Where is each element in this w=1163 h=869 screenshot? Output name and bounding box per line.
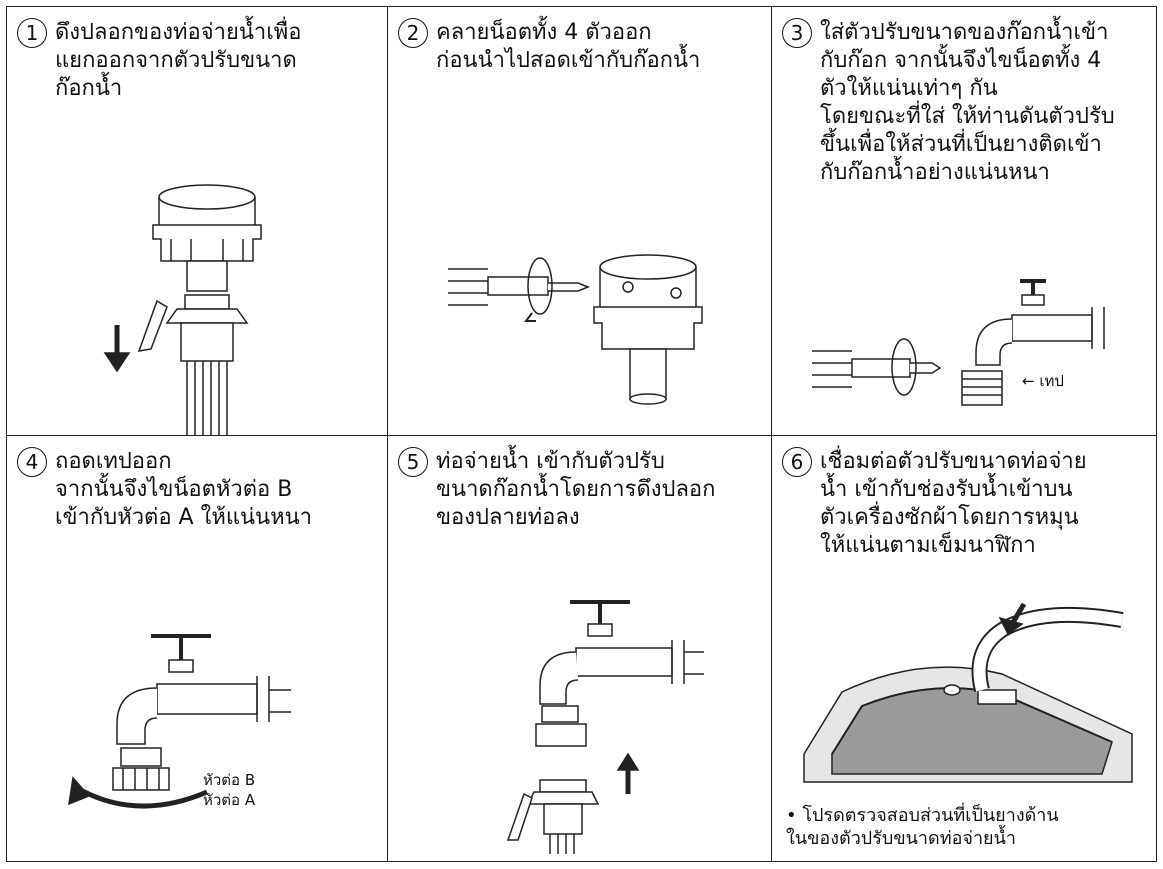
instruction-grid: 1 ดึงปลอกของท่อจ่ายน้ำเพื่อ แยกออกจากตัว… <box>6 6 1157 862</box>
step-1-panel: 1 ดึงปลอกของท่อจ่ายน้ำเพื่อ แยกออกจากตัว… <box>7 7 387 435</box>
step-number-badge: 5 <box>398 447 428 477</box>
step-number-badge: 3 <box>782 18 812 48</box>
attach-hose-illustration <box>478 594 708 854</box>
tape-label: ← เทป <box>1022 372 1064 390</box>
step-number-badge: 6 <box>782 447 812 477</box>
step-2-panel: 2 คลายน็อตทั้ง 4 ตัวออก ก่อนนำไปสอดเข้าก… <box>388 7 771 435</box>
step-6-panel: 6 เชื่อมต่อตัวปรับขนาดท่อจ่าย น้ำ เข้ากั… <box>772 436 1156 861</box>
step-text: ใส่ตัวปรับขนาดของก๊อกน้ำเข้า กับก๊อก จาก… <box>820 20 1115 185</box>
step-text: ท่อจ่ายน้ำ เข้ากับตัวปรับ ขนาดก๊อกน้ำโดย… <box>436 449 716 530</box>
step-number-badge: 1 <box>17 18 47 48</box>
step-text: เชื่อมต่อตัวปรับขนาดท่อจ่าย น้ำ เข้ากับช… <box>820 449 1087 558</box>
step-number-badge: 2 <box>398 18 428 48</box>
screwdriver-loosen-illustration <box>448 247 708 417</box>
column-divider <box>387 7 388 861</box>
column-divider <box>771 7 772 861</box>
step-5-panel: 5 ท่อจ่ายน้ำ เข้ากับตัวปรับ ขนาดก๊อกน้ำโ… <box>388 436 771 861</box>
step-text: ดึงปลอกของท่อจ่ายน้ำเพื่อ แยกออกจากตัวปร… <box>55 20 302 101</box>
joint-b-label: หัวต่อ B <box>203 771 256 789</box>
connect-joints-illustration <box>47 628 307 818</box>
step-text: ถอดเทปออก จากนั้นจึงไขน็อตหัวต่อ B เข้าก… <box>55 449 312 530</box>
rubber-check-note: • โปรดตรวจสอบส่วนที่เป็นยางด้าน ในของตัว… <box>786 805 1059 849</box>
step-number-badge: 4 <box>17 447 47 477</box>
row-divider <box>7 435 1156 436</box>
tighten-adapter-on-faucet-illustration <box>812 275 1132 425</box>
adapter-separation-illustration <box>87 175 317 435</box>
joint-a-label: หัวต่อ A <box>203 791 256 809</box>
step-3-panel: 3 ใส่ตัวปรับขนาดของก๊อกน้ำเข้า กับก๊อก จ… <box>772 7 1156 435</box>
step-text: คลายน็อตทั้ง 4 ตัวออก ก่อนนำไปสอดเข้ากับ… <box>436 20 701 73</box>
washing-machine-inlet-illustration <box>802 604 1132 784</box>
step-4-panel: 4 ถอดเทปออก จากนั้นจึงไขน็อตหัวต่อ B เข้… <box>7 436 387 861</box>
